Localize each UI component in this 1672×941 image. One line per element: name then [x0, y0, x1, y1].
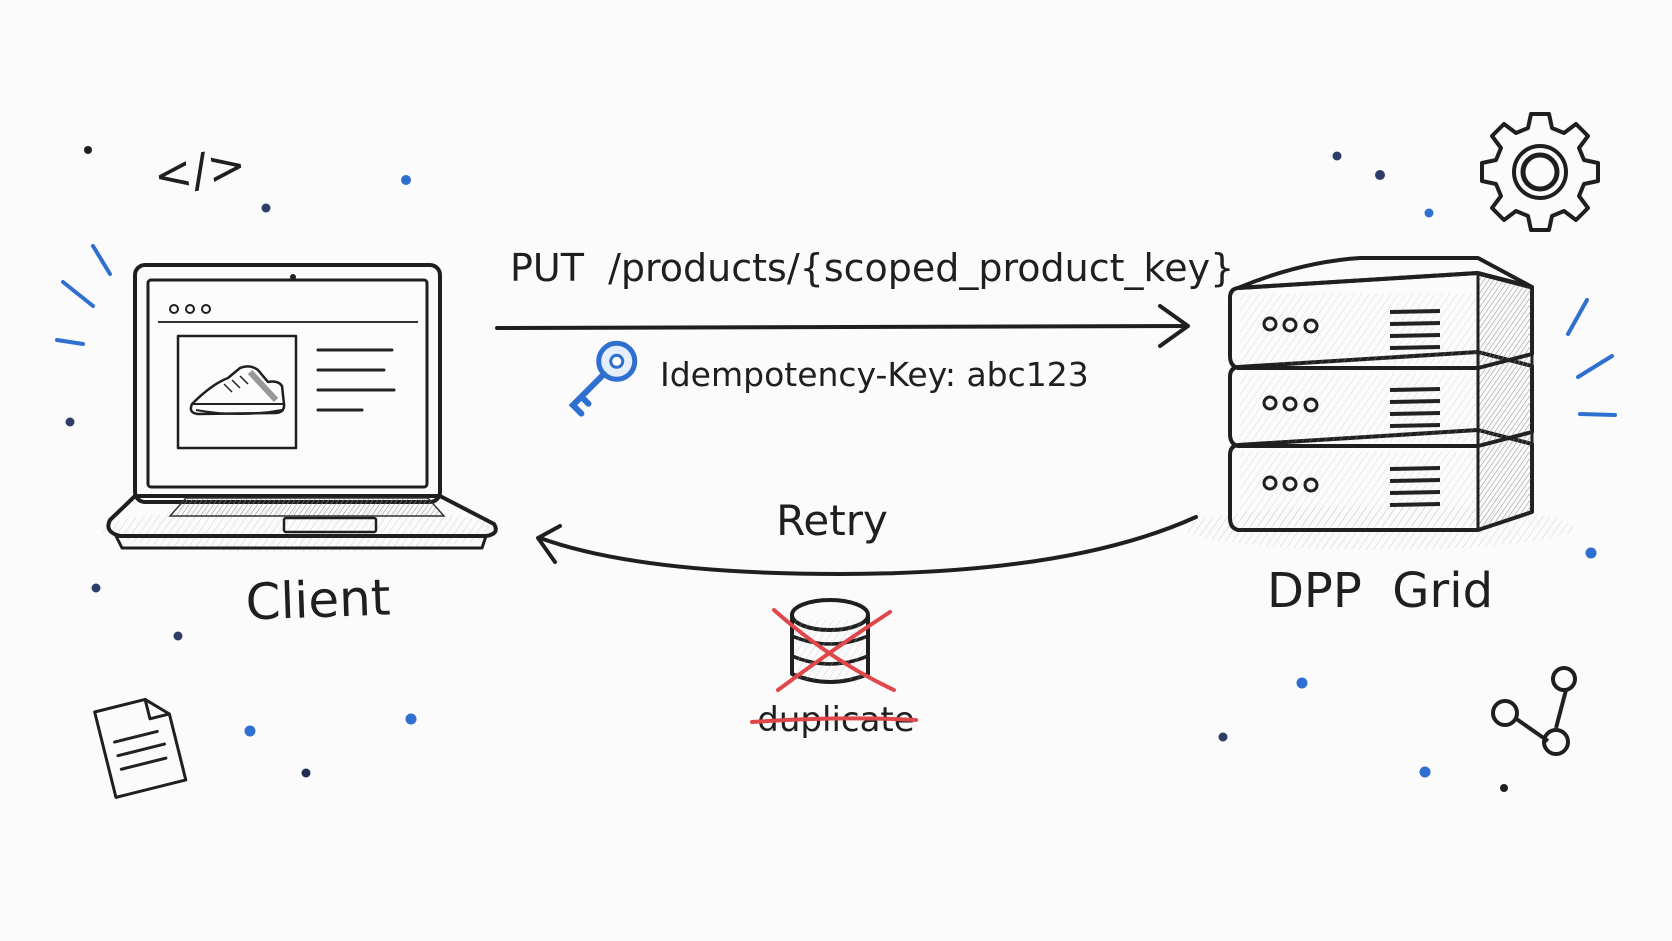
retry-label: Retry [776, 496, 888, 545]
idempotency-key-label: Idempotency-Key: abc123 [660, 355, 1089, 394]
request-label: PUT /products/{scoped_product_key} [510, 246, 1234, 290]
gear-icon [1480, 112, 1600, 232]
duplicate-strikethrough [750, 716, 918, 724]
network-nodes-icon [1491, 666, 1577, 756]
duplicate-cross [772, 608, 896, 692]
decorative-dots [65, 146, 1597, 792]
document-icon [93, 697, 188, 799]
laptop-icon [100, 263, 500, 552]
sparkle-right [1566, 298, 1617, 417]
server-label: DPP Grid [1267, 563, 1493, 619]
retry-arrow [536, 515, 1198, 576]
code-icon: </> [150, 137, 249, 203]
client-label: Client [245, 568, 392, 631]
server-stack-icon [1185, 256, 1575, 550]
request-arrow [495, 304, 1190, 348]
sparkle-left [55, 244, 112, 346]
key-icon [568, 340, 638, 417]
sneaker-icon [189, 365, 286, 416]
